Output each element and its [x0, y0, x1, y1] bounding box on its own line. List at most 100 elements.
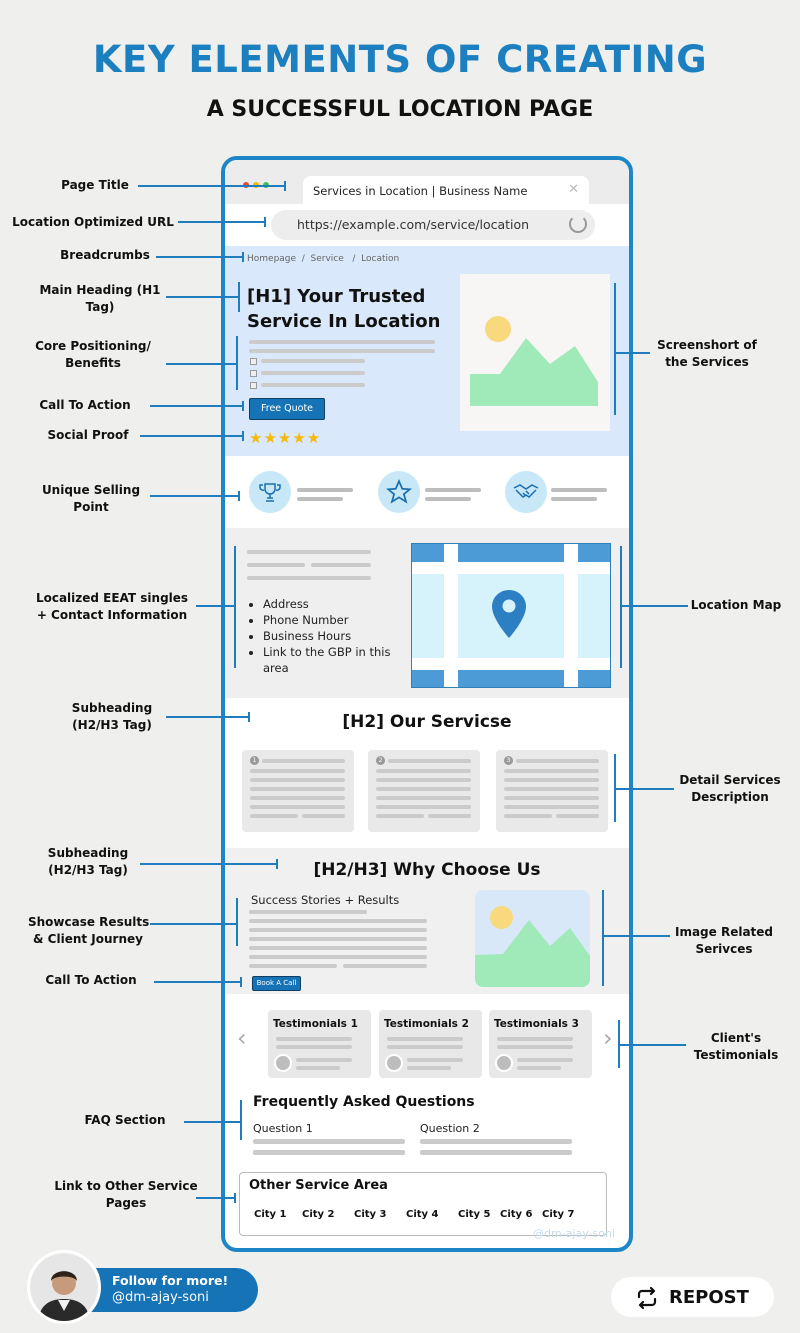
- connector-line: [620, 605, 688, 607]
- connector-line: [618, 1044, 686, 1046]
- text-placeholder: [262, 759, 345, 763]
- chevron-left-icon[interactable]: ‹: [237, 1024, 247, 1052]
- connector-line: [184, 1121, 240, 1123]
- text-placeholder: [249, 340, 435, 344]
- city-link[interactable]: City 6: [500, 1209, 533, 1220]
- connector-cap: [234, 1193, 236, 1203]
- text-placeholder: [388, 759, 471, 763]
- connector-bracket: [234, 546, 236, 668]
- url-bar[interactable]: https://example.com/service/location: [271, 210, 595, 240]
- connector-line: [614, 352, 650, 354]
- text-placeholder: [276, 1045, 352, 1049]
- refresh-icon[interactable]: [569, 215, 587, 233]
- mountains-icon: [470, 338, 598, 406]
- service-card[interactable]: 2: [368, 750, 480, 832]
- connector-bracket: [236, 336, 238, 390]
- text-placeholder: [276, 1037, 352, 1041]
- list-item: Business Hours: [263, 628, 398, 644]
- faq-heading: Frequently Asked Questions: [253, 1094, 475, 1110]
- city-link[interactable]: City 7: [542, 1209, 575, 1220]
- connector-cap: [240, 977, 242, 987]
- label-breadcrumbs: Breadcrumbs: [60, 248, 150, 262]
- testimonial-title: Testimonials 1: [273, 1018, 358, 1030]
- trophy-icon: [249, 471, 291, 513]
- repost-button[interactable]: REPOST: [611, 1277, 774, 1317]
- mountains-icon: [475, 920, 590, 987]
- label-faq: FAQ Section: [84, 1113, 166, 1127]
- text-placeholder: [249, 349, 435, 353]
- text-placeholder: [253, 1150, 405, 1155]
- city-link[interactable]: City 1: [254, 1209, 287, 1220]
- city-link[interactable]: City 3: [354, 1209, 387, 1220]
- browser-tab[interactable]: Services in Location | Business Name ✕: [303, 176, 589, 206]
- text-placeholder: [376, 805, 471, 809]
- text-placeholder: [250, 769, 345, 773]
- label-social-proof: Social Proof: [47, 428, 129, 442]
- faq-question[interactable]: Question 2: [420, 1122, 480, 1135]
- label-showcase: Showcase Results & Client Journey: [28, 915, 150, 946]
- testimonial-title: Testimonials 2: [384, 1018, 469, 1030]
- city-link[interactable]: City 4: [406, 1209, 439, 1220]
- text-placeholder: [497, 1045, 573, 1049]
- usp-section: [225, 456, 629, 528]
- connector-bracket: [238, 282, 240, 312]
- connector-cap: [276, 859, 278, 869]
- user-icon: [495, 1054, 513, 1072]
- checkbox-icon: [250, 382, 257, 389]
- h1-heading: [H1] Your Trusted Service In Location: [247, 286, 441, 332]
- text-placeholder: [504, 805, 599, 809]
- testimonial-card[interactable]: Testimonials 3: [489, 1010, 592, 1078]
- text-placeholder: [376, 787, 471, 791]
- label-image-related: Image Related Serivces: [674, 925, 774, 956]
- label-links: Link to Other Service Pages: [54, 1179, 198, 1210]
- text-placeholder: [376, 778, 471, 782]
- close-icon[interactable]: ✕: [568, 182, 579, 197]
- service-card[interactable]: 1: [242, 750, 354, 832]
- avatar: [27, 1250, 101, 1324]
- text-placeholder: [297, 497, 343, 501]
- city-link[interactable]: City 2: [302, 1209, 335, 1220]
- label-eeat: Localized EEAT singles + Contact Informa…: [35, 591, 189, 622]
- chevron-right-icon[interactable]: ›: [603, 1024, 613, 1052]
- card-number: 3: [504, 756, 513, 765]
- testimonial-card[interactable]: Testimonials 2: [379, 1010, 482, 1078]
- text-placeholder: [261, 371, 365, 375]
- service-card[interactable]: 3: [496, 750, 608, 832]
- text-placeholder: [261, 383, 365, 387]
- repost-label: REPOST: [669, 1287, 749, 1308]
- text-placeholder: [302, 814, 345, 818]
- label-map: Location Map: [690, 598, 782, 612]
- text-placeholder: [504, 787, 599, 791]
- testimonial-card[interactable]: Testimonials 1: [268, 1010, 371, 1078]
- map-road: [412, 658, 610, 670]
- connector-bracket: [614, 283, 616, 415]
- text-placeholder: [376, 796, 471, 800]
- url-text: https://example.com/service/location: [297, 217, 530, 232]
- label-main-heading: Main Heading (H1 Tag): [39, 283, 161, 314]
- text-placeholder: [551, 488, 607, 492]
- map-road: [412, 670, 610, 687]
- checkbox-icon: [250, 370, 257, 377]
- text-placeholder: [504, 769, 599, 773]
- city-link[interactable]: City 5: [458, 1209, 491, 1220]
- h2-services-heading: [H2] Our Servicse: [342, 712, 512, 732]
- connector-line: [150, 405, 242, 407]
- main-subtitle: A SUCCESSFUL LOCATION PAGE: [206, 97, 594, 122]
- book-a-call-button[interactable]: Book A Call: [252, 976, 301, 991]
- services-screenshot-image: [460, 274, 610, 431]
- breadcrumb[interactable]: Homepage / Service / Location: [247, 254, 400, 264]
- text-placeholder: [253, 1139, 405, 1144]
- map-pin-icon: [492, 590, 526, 638]
- location-map[interactable]: [411, 543, 611, 688]
- free-quote-button[interactable]: Free Quote: [249, 398, 325, 420]
- connector-cap: [264, 217, 266, 227]
- faq-question[interactable]: Question 1: [253, 1122, 313, 1135]
- follow-banner[interactable]: Follow for more! @dm-ajay-soni: [82, 1268, 258, 1312]
- connector-bracket: [620, 546, 622, 668]
- text-placeholder: [250, 778, 345, 782]
- text-placeholder: [250, 814, 298, 818]
- testimonial-title: Testimonials 3: [494, 1018, 579, 1030]
- handle-text: @dm-ajay-soni: [112, 1290, 209, 1305]
- text-placeholder: [516, 759, 599, 763]
- text-placeholder: [551, 497, 597, 501]
